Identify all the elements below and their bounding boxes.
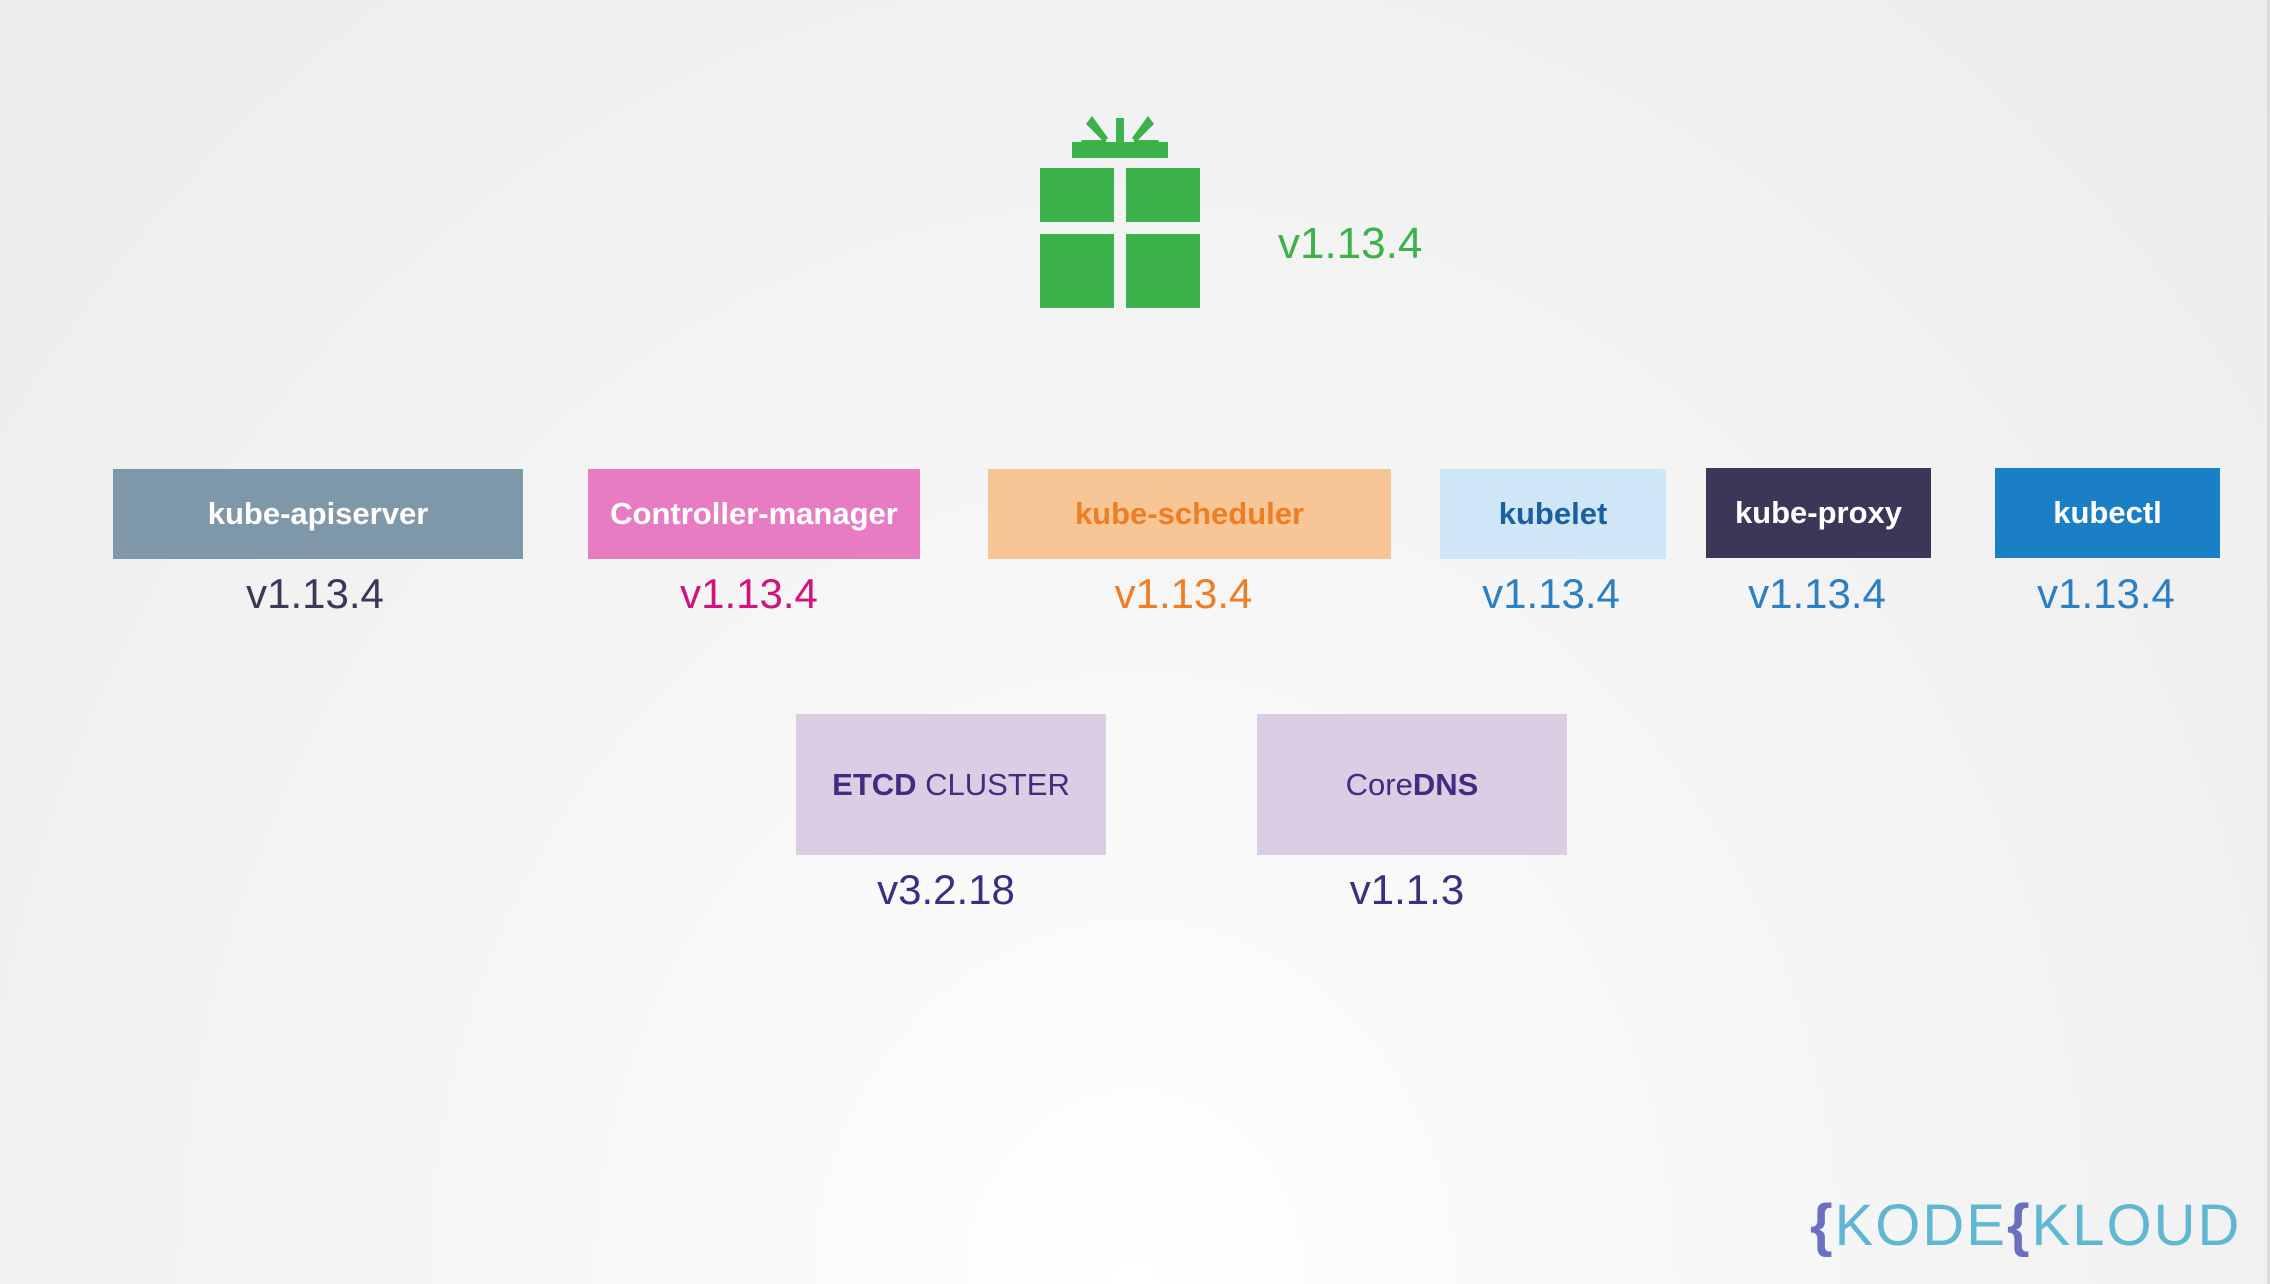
gift-icon: [1040, 116, 1200, 308]
controller-manager-box: Controller-manager: [588, 469, 920, 559]
etcd-cluster-box: ETCD CLUSTER: [796, 714, 1106, 855]
kubelet-version: v1.13.4: [1482, 570, 1620, 617]
frame-edge: [2267, 0, 2270, 1284]
kube-scheduler-version: v1.13.4: [1114, 570, 1253, 617]
package-version: v1.13.4: [1278, 219, 1423, 268]
kube-proxy-box: kube-proxy: [1706, 468, 1931, 558]
logo-left-brace: {: [1810, 1192, 1835, 1258]
etcd-version: v3.2.18: [877, 866, 1015, 913]
coredns-version: v1.1.3: [1349, 866, 1465, 913]
kubectl-box: kubectl: [1995, 468, 2220, 558]
kube-proxy-version: v1.13.4: [1748, 570, 1886, 617]
kube-scheduler-box: kube-scheduler: [988, 469, 1391, 559]
logo-second-word: KLOUD: [2031, 1192, 2242, 1258]
kubectl-version: v1.13.4: [2037, 570, 2175, 617]
kodekloud-logo: {KODE{KLOUD: [1810, 1190, 2239, 1260]
kubelet-box: kubelet: [1440, 469, 1666, 559]
controller-manager-version: v1.13.4: [680, 570, 818, 617]
etcd-label-rest: CLUSTER: [916, 766, 1070, 802]
logo-right-brace: {: [2006, 1192, 2032, 1258]
kube-apiserver-version: v1.13.4: [246, 570, 384, 617]
etcd-label-bold: ETCD: [832, 766, 917, 802]
kube-apiserver-box: kube-apiserver: [113, 469, 523, 559]
coredns-label-bold: DNS: [1412, 766, 1479, 802]
coredns-label-regular: Core: [1345, 766, 1413, 802]
logo-first-word: KODE: [1834, 1192, 2007, 1258]
